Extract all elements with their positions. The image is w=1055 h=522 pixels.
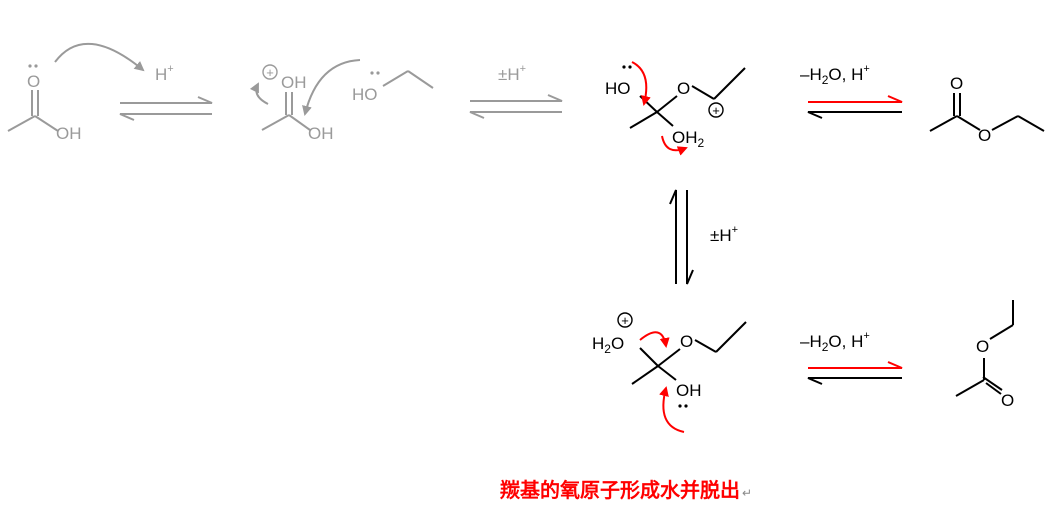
h2o-plus-label: H2O — [592, 334, 624, 356]
dehydration-equilibrium-bottom — [807, 361, 903, 385]
carbonyl-oxygen-label: O — [27, 72, 40, 91]
tetrahedral-intermediate-a: HO O + OH2 — [605, 61, 746, 156]
proton-transfer-label-2: ±H+ — [710, 224, 738, 245]
ethanol-ho-label: HO — [352, 85, 378, 104]
red-leaving-arrow — [661, 135, 688, 156]
caption-text: 羰基的氧原子形成水并脱出 — [500, 480, 740, 502]
caption-row: 羰基的氧原子形成水并脱出 ↵ — [500, 474, 752, 504]
positive-charge-circle — [708, 102, 724, 118]
proton-transfer-label-1: ±H+ — [498, 63, 526, 84]
ester-oxygen-label: O — [978, 126, 991, 145]
vertical-equilibrium-arrow — [669, 189, 694, 285]
lone-pair-dot — [370, 71, 374, 75]
lone-pair-dot — [678, 404, 682, 408]
lone-pair-dot — [34, 64, 38, 68]
return-mark: ↵ — [742, 486, 753, 500]
hydroxyl-label: OH — [56, 124, 82, 143]
protonated-oh-label: OH — [281, 73, 307, 92]
ether-oxygen-label: O — [677, 79, 690, 98]
lone-pair-dot — [628, 65, 632, 69]
protonation-curved-arrow — [54, 42, 145, 72]
dehydration-label-top: –H2O, H+ — [800, 63, 870, 87]
proton-label: H+ — [155, 63, 174, 84]
ester-oxygen-label: O — [976, 337, 989, 356]
electron-shift-arrow — [249, 82, 269, 105]
lone-pair-dot — [28, 64, 32, 68]
lone-pair-dot — [622, 65, 626, 69]
oh2-plus-label: OH2 — [672, 128, 705, 150]
positive-charge-sign: + — [266, 65, 274, 80]
red-electron-arrow — [659, 386, 685, 433]
acetic-acid-molecule: O OH — [7, 64, 82, 143]
ho-label: HO — [605, 79, 631, 98]
positive-charge-circle — [262, 64, 278, 80]
dehydration-label-bottom: –H2O, H+ — [800, 330, 870, 354]
lone-pair-dot — [376, 71, 380, 75]
equilibrium-arrow-2 — [469, 94, 563, 119]
positive-charge-circle — [617, 312, 633, 328]
nucleophilic-attack-arrow — [302, 59, 361, 116]
lone-pair-dot — [684, 404, 688, 408]
red-electron-arrow — [631, 61, 651, 106]
positive-charge-sign: + — [712, 103, 720, 118]
tetrahedral-intermediate-b: + H2O O OH — [592, 312, 747, 433]
ethanol-molecule: HO — [352, 70, 434, 104]
equilibrium-arrow-1 — [119, 96, 213, 121]
red-leaving-arrow — [639, 331, 670, 348]
hydroxyl-label: OH — [308, 124, 334, 143]
dehydration-equilibrium-top — [807, 95, 903, 119]
ether-oxygen-label: O — [680, 332, 693, 351]
carbonyl-oxygen-label: O — [950, 74, 963, 93]
ethyl-acetate-product-top: O O — [929, 74, 1045, 145]
positive-charge-sign: + — [621, 313, 629, 328]
ethyl-acetate-product-bottom: O O — [955, 300, 1014, 410]
protonated-acid-molecule: OH + OH — [249, 64, 334, 143]
carbonyl-oxygen-label: O — [1001, 391, 1014, 410]
hydroxyl-label: OH — [676, 381, 702, 400]
